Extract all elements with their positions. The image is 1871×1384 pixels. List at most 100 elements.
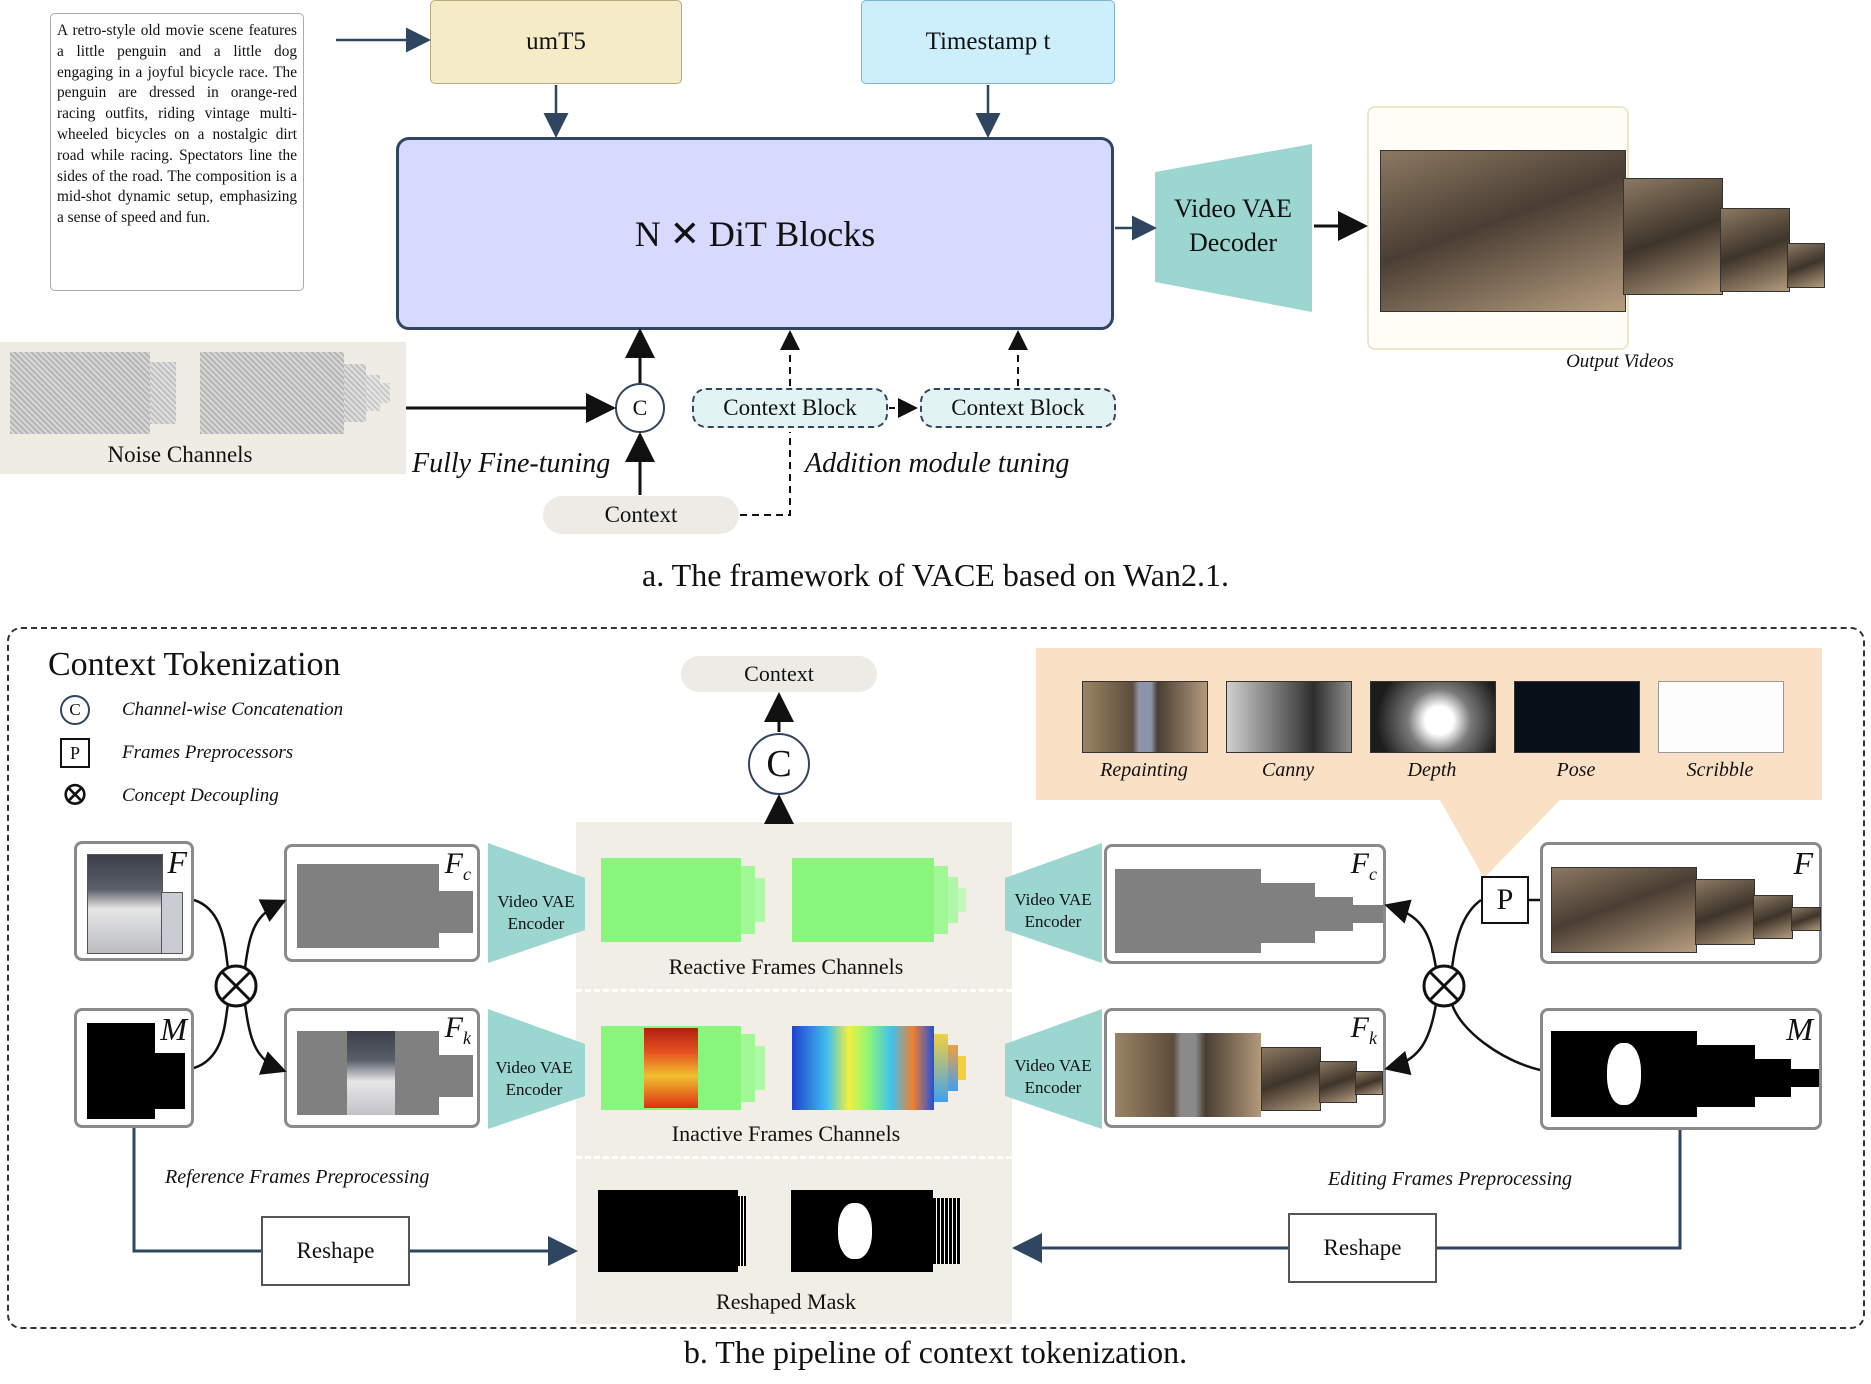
umt5-label: umT5 — [526, 28, 586, 55]
noise-frame-1 — [10, 352, 150, 434]
noise-frame-2 — [200, 352, 344, 434]
prompt-text-box: A retro-style old movie scene features a… — [50, 13, 304, 291]
legend-concat-label: Channel-wise Concatenation — [122, 699, 344, 720]
concat-symbol-b: C — [766, 743, 792, 785]
vae-encoder-shape-tl — [488, 843, 585, 963]
output-frame-3 — [1720, 208, 1790, 292]
edit-fk-frame-1 — [1115, 1033, 1261, 1117]
edit-fc-label: Fc — [1351, 847, 1377, 885]
edit-fk-frame-4 — [1355, 1071, 1383, 1095]
ref-frame-M-label: M — [160, 1011, 187, 1047]
vae-encoder-br-1: Video VAE — [1014, 1056, 1092, 1075]
legend-decoupling-symbol: ⊗ — [60, 776, 90, 813]
dashed-context-to-block — [740, 432, 791, 516]
context-block-1: Context Block — [692, 388, 888, 428]
edit-fc-block-b — [1261, 883, 1315, 943]
vae-encoder-tr-1: Video VAE — [1014, 890, 1092, 909]
edit-mask-block-c — [1755, 1059, 1791, 1097]
canny-thumb — [1226, 681, 1352, 753]
curve-M-to-decouple — [193, 1003, 230, 1070]
ref-frame-Fc: Fc — [284, 844, 480, 962]
repainting-thumb — [1082, 681, 1208, 753]
curve-decouple-to-Fc-right — [1384, 899, 1438, 969]
edit-f-frame-2 — [1695, 879, 1755, 945]
vae-decoder-label-1: Video VAE — [1173, 194, 1293, 223]
preprocessor-label-scribble: Scribble — [1686, 759, 1754, 781]
edit-fk-frame-3 — [1319, 1061, 1357, 1103]
channels-divider-1 — [576, 989, 1012, 992]
curve-M-to-decouple-right — [1450, 1003, 1541, 1072]
caption-a: a. The framework of VACE based on Wan2.1… — [642, 557, 1229, 593]
legend-decoupling-label: Concept Decoupling — [122, 785, 279, 806]
context-block-2: Context Block — [920, 388, 1116, 428]
dit-blocks-label: N ✕ DiT Blocks — [634, 213, 876, 254]
caption-b: b. The pipeline of context tokenization. — [683, 1334, 1188, 1370]
legend-decoupling-icon: ⊗ — [58, 778, 92, 812]
concat-circle-a: C — [615, 383, 665, 433]
edit-mask-block-b — [1697, 1045, 1755, 1107]
vae-encoder-shape-bl — [488, 1009, 585, 1129]
reshape-right-label: Reshape — [1323, 1235, 1402, 1260]
noise-frame-1b — [150, 362, 176, 424]
curve-P-to-decouple — [1450, 898, 1482, 969]
edit-mask-block-d — [1791, 1069, 1819, 1087]
inactive-channels-label: Inactive Frames Channels — [671, 1121, 901, 1146]
timestamp-box: Timestamp t — [861, 0, 1115, 84]
noise-frame-2d — [380, 383, 390, 403]
callout-triangle — [1440, 800, 1560, 878]
umt5-box: umT5 — [430, 0, 682, 84]
reactive-block-1c — [755, 878, 765, 922]
inactive-block-2 — [792, 1026, 934, 1110]
reactive-block-2d — [958, 888, 966, 912]
ref-frame-Fk: Fk — [284, 1008, 480, 1128]
edit-frame-F-label: F — [1793, 845, 1813, 881]
context-block-2-label: Context Block — [951, 395, 1085, 420]
part-b-dashed-frame — [7, 627, 1865, 1329]
dit-blocks-box: N ✕ DiT Blocks — [396, 137, 1114, 330]
legend-preprocessor-label: Frames Preprocessors — [122, 742, 294, 763]
reactive-channels-label: Reactive Frames Channels — [668, 954, 904, 979]
reactive-block-2b — [934, 866, 948, 934]
reactive-block-2 — [792, 858, 934, 942]
mask-block-1-stack — [738, 1196, 746, 1266]
reshape-box-left: Reshape — [261, 1216, 410, 1286]
decoupling-left-x2 — [220, 970, 252, 1002]
context-tokenization-title: Context Tokenization — [48, 646, 341, 683]
vae-decoder-shape — [1155, 144, 1312, 312]
vae-encoder-shape-tr — [1005, 843, 1102, 963]
ref-mask-block — [87, 1023, 155, 1119]
timestamp-label: Timestamp t — [925, 28, 1051, 55]
edit-fk-sub: k — [1369, 1028, 1377, 1048]
context-label-a: Context — [604, 502, 678, 527]
ref-fk-main: F — [444, 1011, 463, 1044]
edit-f-frame-1 — [1551, 867, 1697, 953]
inactive-block-2c — [948, 1045, 958, 1091]
decoupling-right-x2 — [1428, 970, 1460, 1002]
fully-fine-tuning-label: Fully Fine-tuning — [412, 448, 611, 479]
edit-fc-block — [1115, 869, 1261, 953]
edit-frame-M: M — [1540, 1008, 1822, 1130]
reactive-block-2c — [948, 877, 958, 923]
edit-fc-main: F — [1350, 847, 1369, 880]
vae-decoder-label-2: Decoder — [1188, 228, 1278, 257]
edit-frame-F: F — [1540, 842, 1822, 964]
ref-mask-block-b — [155, 1053, 185, 1109]
reshaped-mask-label: Reshaped Mask — [716, 1289, 856, 1314]
reshape-left-label: Reshape — [296, 1238, 375, 1263]
inactive-penguin-overlay — [644, 1028, 698, 1108]
reactive-block-1b — [741, 866, 755, 934]
legend-concat-icon: C — [60, 695, 90, 725]
vae-encoder-bl-2: Encoder — [505, 1080, 563, 1099]
preprocessor-label-canny: Canny — [1261, 759, 1315, 781]
output-videos-label: Output Videos — [1566, 351, 1674, 372]
preprocessor-label-repainting: Repainting — [1100, 759, 1188, 781]
edit-mask-shape — [1607, 1043, 1641, 1105]
vae-encoder-bl-1: Video VAE — [495, 1058, 573, 1077]
curve-decouple-to-Fk-right — [1384, 1003, 1438, 1076]
context-pill-a: Context — [543, 496, 739, 534]
edit-frame-M-label: M — [1786, 1011, 1813, 1047]
noise-channels-label: Noise Channels — [107, 442, 253, 467]
edit-fc-sub: c — [1369, 864, 1377, 884]
